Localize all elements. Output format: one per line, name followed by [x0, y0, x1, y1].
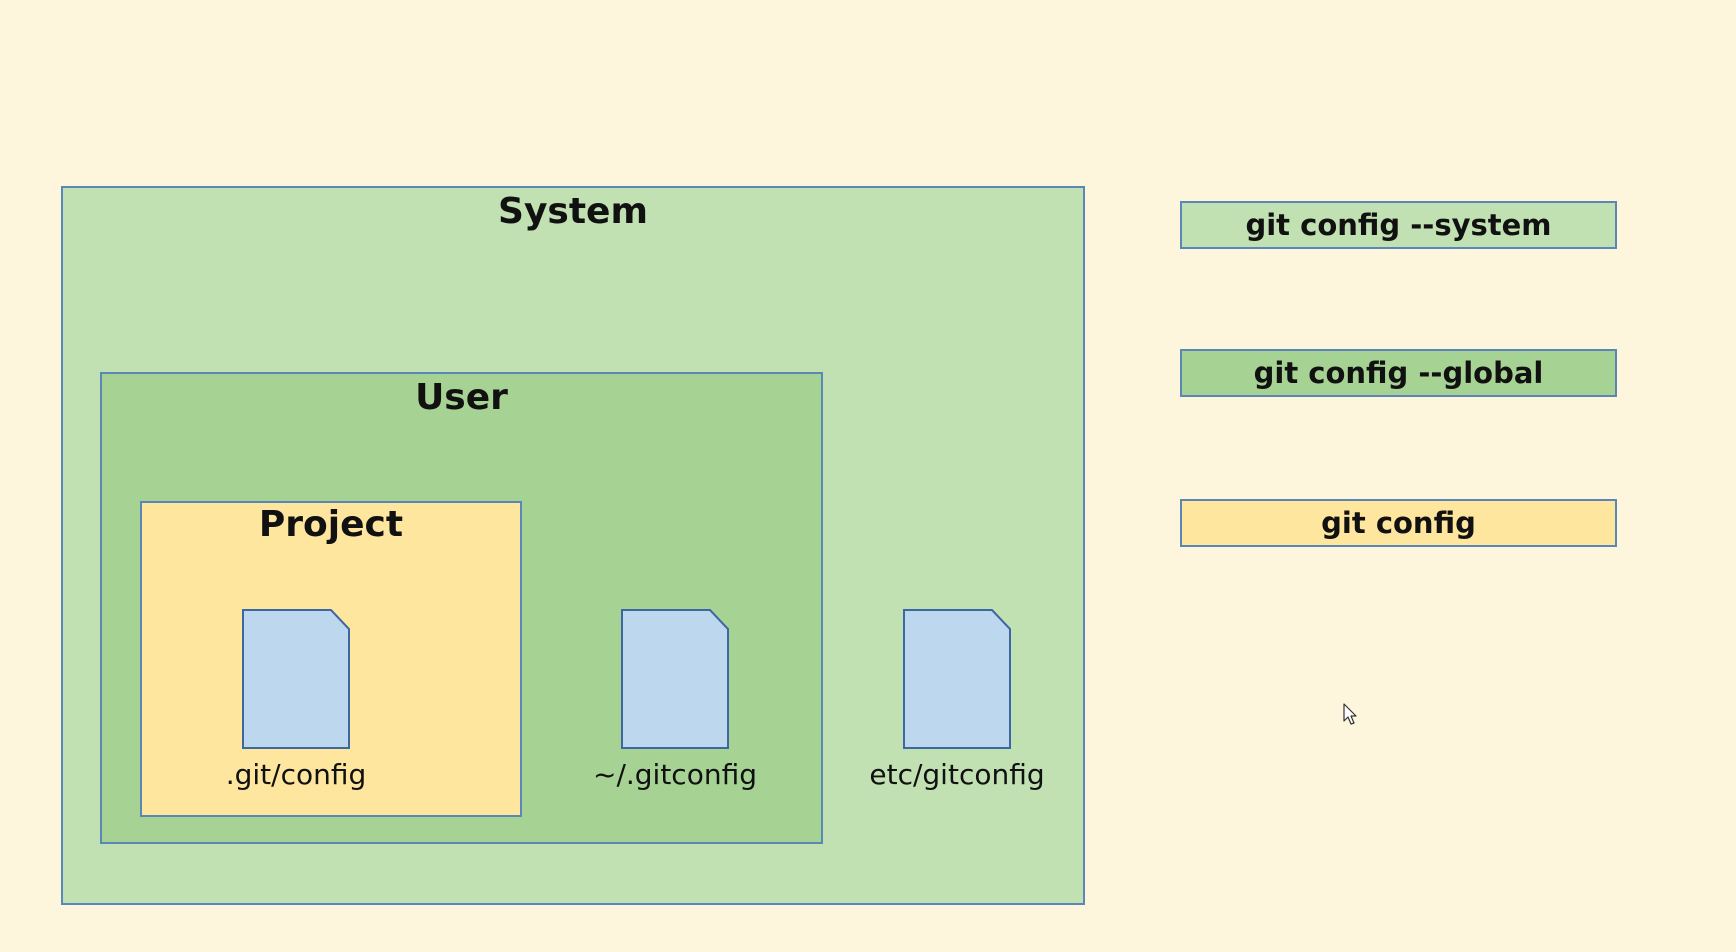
git-config-global-command: git config --global	[1180, 349, 1617, 397]
project-level-title: Project	[258, 504, 404, 545]
mouse-cursor-icon	[1343, 703, 1359, 731]
git-config-local-command: git config	[1180, 499, 1617, 547]
project-config-file-icon	[242, 609, 350, 749]
system-config-file-label: etc/gitconfig	[869, 758, 1045, 791]
git-config-system-command: git config --system	[1180, 201, 1617, 249]
project-config-file-label: .git/config	[225, 758, 367, 791]
user-config-file-icon	[621, 609, 729, 749]
system-level-title: System	[498, 191, 648, 232]
user-config-file-label: ~/.gitconfig	[592, 758, 757, 791]
user-level-title: User	[415, 377, 508, 418]
system-config-file-icon	[903, 609, 1011, 749]
